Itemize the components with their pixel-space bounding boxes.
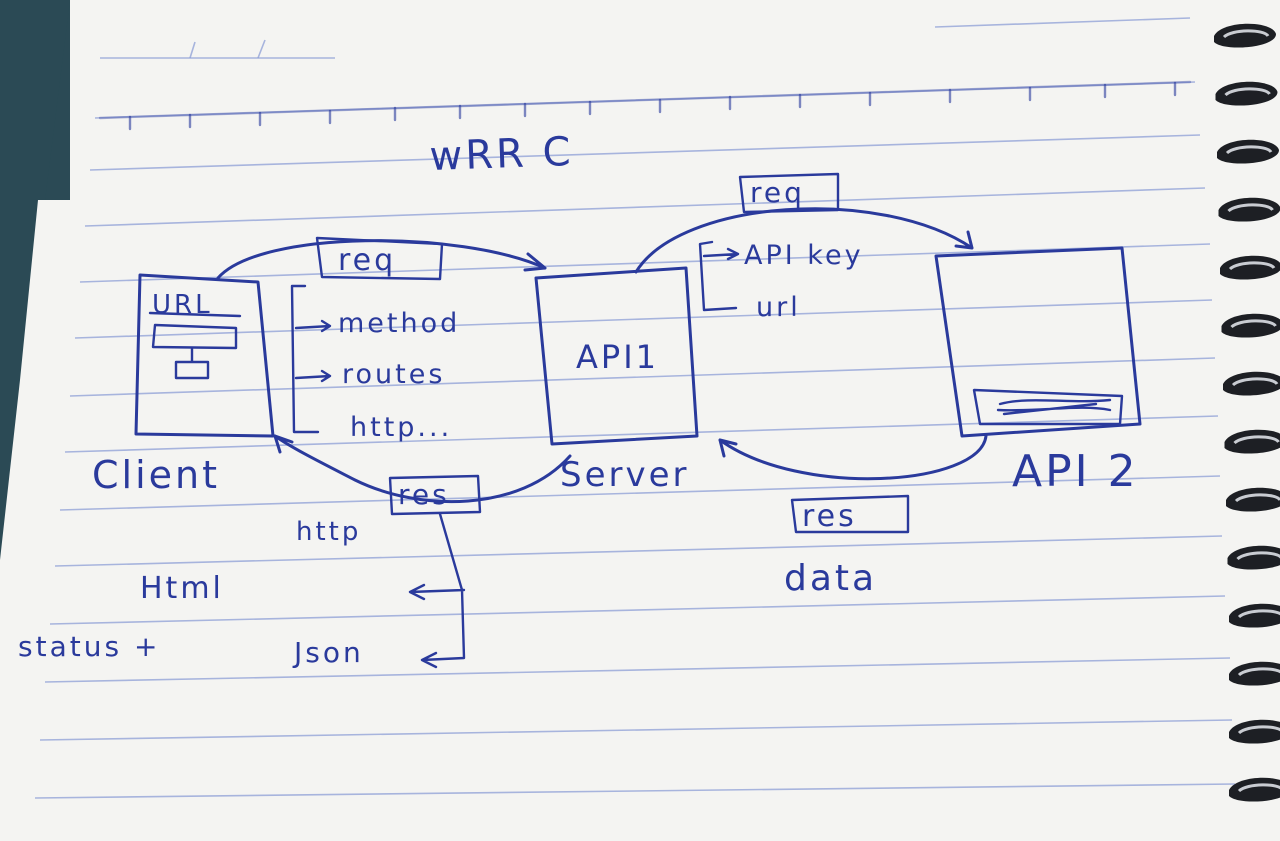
- request-item-http: http...: [350, 412, 452, 443]
- server-box-label: API1: [576, 338, 659, 376]
- binding-ring-highlight: [1224, 87, 1271, 97]
- request-item-apikey: API key: [744, 240, 864, 271]
- binding-ring-highlight: [1237, 783, 1280, 793]
- binding-ring-highlight: [1225, 145, 1273, 155]
- binding-ring-highlight: [1231, 377, 1279, 387]
- server-box: API1: [534, 266, 699, 446]
- binding-ring: [1220, 255, 1280, 280]
- ruled-lines: [34, 17, 1236, 799]
- binding-ring-highlight: [1234, 493, 1280, 503]
- binding-ring: [1223, 371, 1280, 396]
- request-tag-left: req: [315, 236, 444, 281]
- request-tag-right: req: [738, 172, 840, 214]
- response-note-html: Html: [140, 571, 224, 606]
- binding-ring: [1221, 313, 1280, 338]
- response-tag-right-label: res: [802, 499, 857, 534]
- binding-ring-highlight: [1227, 203, 1274, 213]
- response-note-status: status +: [18, 630, 160, 663]
- crossed-out-text: [996, 398, 1112, 416]
- client-box: URL: [134, 273, 275, 438]
- request-item-method: method: [338, 308, 460, 339]
- response-note-http: http: [296, 517, 361, 547]
- response-tag-left: res: [388, 474, 482, 516]
- binding-ring-highlight: [1237, 667, 1280, 677]
- api2-label: API 2: [1012, 446, 1139, 497]
- request-tag-left-label: req: [338, 243, 396, 278]
- request-right-details: API key url: [698, 240, 864, 323]
- request-details: method routes http...: [290, 284, 460, 443]
- response-tag-right: res: [790, 494, 910, 534]
- request-item-routes: routes: [342, 359, 445, 390]
- binding-ring: [1217, 139, 1279, 164]
- request-item-url: url: [756, 292, 801, 323]
- binding-ring-highlight: [1233, 435, 1280, 445]
- binding-ring-highlight: [1237, 725, 1280, 735]
- client-label: Client: [92, 453, 220, 497]
- sketch-title: wRR C: [429, 129, 574, 180]
- binding-ring: [1214, 23, 1276, 48]
- spiral-binding: [1214, 23, 1280, 802]
- binding-ring-highlight: [1222, 29, 1270, 39]
- server-request-arrow: [634, 207, 974, 274]
- request-tag-right-label: req: [750, 176, 805, 209]
- api2-response-arrow: [718, 434, 988, 481]
- response-bracket: [408, 512, 466, 669]
- server-label: Server: [560, 455, 690, 495]
- ruler-ticks: [98, 80, 1192, 131]
- response-note-data: data: [784, 558, 877, 599]
- binding-ring-highlight: [1228, 261, 1276, 271]
- binding-ring-highlight: [1237, 609, 1280, 619]
- api2-box: [934, 246, 1142, 438]
- response-note-json: Json: [292, 636, 364, 669]
- server-response-arrow: [273, 434, 572, 504]
- binding-ring: [1215, 81, 1278, 106]
- binding-ring: [1218, 197, 1280, 222]
- binding-ring-highlight: [1230, 319, 1277, 329]
- response-tag-left-label: res: [398, 478, 450, 511]
